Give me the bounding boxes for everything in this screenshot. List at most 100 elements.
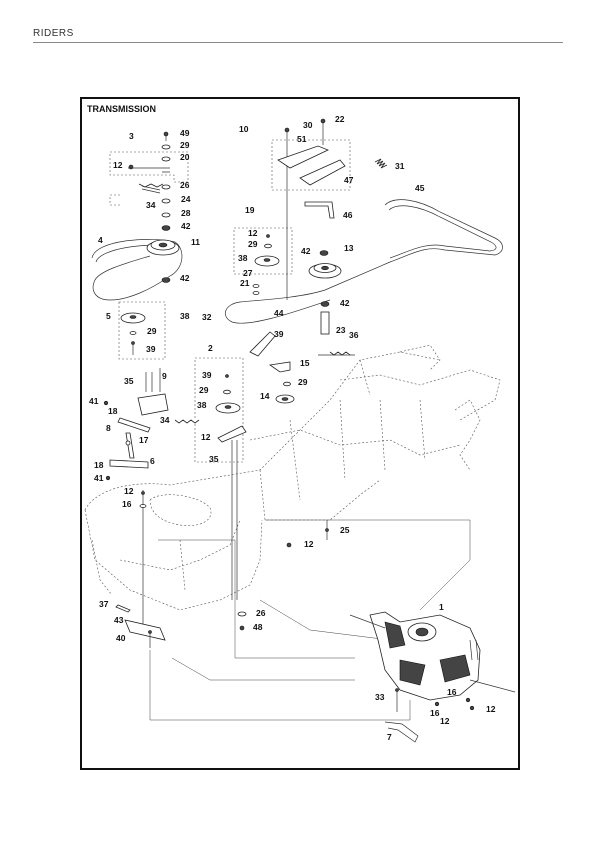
part-label: 16 (122, 499, 132, 509)
diagram-title: TRANSMISSION (87, 104, 156, 114)
part-label: 26 (180, 180, 190, 190)
part-label: 49 (180, 128, 190, 138)
part-label: 41 (89, 396, 99, 406)
part-label: 12 (304, 539, 314, 549)
rod-8 (125, 432, 135, 459)
part-label: 6 (150, 456, 155, 466)
part-label: 34 (160, 415, 170, 425)
part-label: 37 (99, 599, 109, 609)
part-label: 39 (146, 344, 156, 354)
transmission-unit (349, 611, 516, 712)
part-label: 34 (146, 200, 156, 210)
group-boxes (109, 139, 351, 463)
part-label: 39 (202, 370, 212, 380)
part-label: 10 (239, 124, 249, 134)
part-label: 43 (114, 615, 124, 625)
part-label: 2 (208, 343, 213, 353)
part-label: 12 (248, 228, 258, 238)
part-label: 42 (301, 246, 311, 256)
pulley-38-lower (215, 402, 241, 414)
part-label: 8 (106, 423, 111, 433)
part-label: 35 (124, 376, 134, 386)
part-label: 48 (253, 622, 263, 632)
pulley-38-mid (254, 255, 280, 267)
part-label: 23 (336, 325, 346, 335)
part-label: 16 (447, 687, 457, 697)
part-label: 28 (181, 208, 191, 218)
part-label: 7 (387, 732, 392, 742)
part-label: 12 (201, 432, 211, 442)
connector-lines (149, 519, 471, 721)
part-label: 38 (180, 311, 190, 321)
part-label: 30 (303, 120, 313, 130)
part-label: 40 (116, 633, 126, 643)
part-label: 33 (375, 692, 385, 702)
bracket-51 (299, 159, 346, 186)
part-label: 12 (486, 704, 496, 714)
part-label: 5 (106, 311, 111, 321)
part-label: 44 (274, 308, 284, 318)
hardware (103, 118, 388, 648)
group-box-5 (118, 301, 166, 360)
part-label: 16 (430, 708, 440, 718)
part-label: 12 (124, 486, 134, 496)
part-label: 14 (260, 391, 270, 401)
part-label: 18 (108, 406, 118, 416)
part-label: 47 (344, 175, 354, 185)
group-box-19 (233, 227, 293, 275)
part-label: 9 (162, 371, 167, 381)
header-rule (33, 42, 563, 43)
diagram-frame (80, 97, 520, 770)
part-label: 19 (245, 205, 255, 215)
part-label: 42 (181, 221, 191, 231)
part-label: 39 (274, 329, 284, 339)
part-label: 29 (298, 377, 308, 387)
part-label: 26 (256, 608, 266, 618)
part-label: 25 (340, 525, 350, 535)
part-label: 3 (129, 131, 134, 141)
section-header: RIDERS (33, 28, 74, 39)
lever-15 (268, 361, 291, 373)
part-label: 29 (180, 140, 190, 150)
spring-31 (374, 158, 388, 169)
part-label: 15 (300, 358, 310, 368)
part-label: 51 (297, 134, 307, 144)
part-label: 12 (440, 716, 450, 726)
arm-12 (217, 425, 247, 443)
part-label: 36 (349, 330, 359, 340)
arm-44 (249, 331, 276, 357)
part-label: 1 (439, 602, 444, 612)
pulley-13 (308, 263, 342, 279)
bushing-23 (320, 311, 330, 335)
bracket-30 (277, 145, 329, 169)
belt-45 (224, 199, 503, 324)
part-label: 46 (343, 210, 353, 220)
part-label: 31 (395, 161, 405, 171)
part-label: 29 (147, 326, 157, 336)
plate-9 (137, 393, 169, 416)
chassis-frame (84, 344, 501, 611)
spring-34 (174, 419, 200, 424)
part-label: 17 (139, 435, 149, 445)
part-label: 18 (94, 460, 104, 470)
part-label: 4 (98, 235, 103, 245)
part-label: 35 (209, 454, 219, 464)
part-label: 22 (335, 114, 345, 124)
part-label: 13 (344, 243, 354, 253)
part-label: 32 (202, 312, 212, 322)
link-6 (109, 459, 149, 469)
part-label: 29 (199, 385, 209, 395)
pulley-14 (275, 394, 295, 404)
part-label: 38 (197, 400, 207, 410)
part-label: 42 (180, 273, 190, 283)
rod-7 (384, 721, 419, 743)
rod-18 (117, 417, 151, 433)
part-label: 29 (248, 239, 258, 249)
plate-43 (124, 619, 166, 641)
group-box-2 (194, 357, 244, 463)
part-label: 11 (191, 237, 200, 247)
pulley-38-left (120, 312, 146, 324)
part-label: 45 (415, 183, 425, 193)
part-label: 24 (181, 194, 191, 204)
